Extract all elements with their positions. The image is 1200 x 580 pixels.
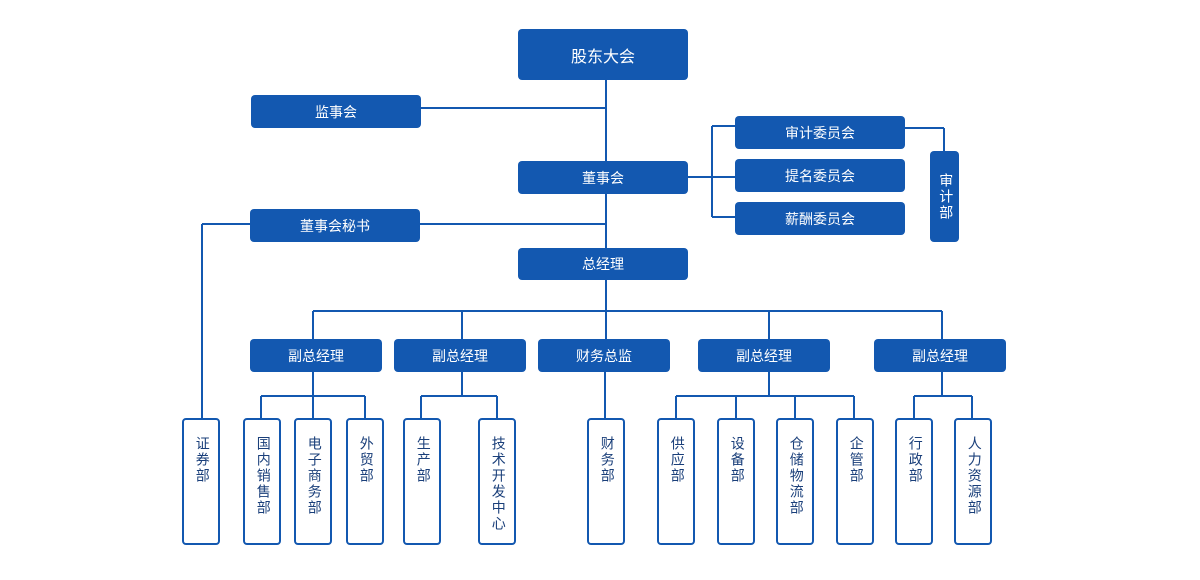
vp-label: 副总经理 [432, 348, 488, 365]
dept-label: 仓储物流部 [787, 436, 804, 516]
vp-box: 副总经理 [698, 339, 830, 372]
supervisory-box: 监事会 [251, 95, 421, 128]
dept-label: 企管部 [847, 436, 864, 484]
vp-label: 副总经理 [288, 348, 344, 365]
audit-committee-box: 审计委员会 [735, 116, 905, 149]
committee-label: 提名委员会 [785, 168, 855, 185]
board-box: 董事会 [518, 161, 688, 194]
dept-box-production: 生产部 [403, 418, 441, 545]
dept-box-tech-center: 技术开发中心 [478, 418, 516, 545]
dept-box-admin: 行政部 [895, 418, 933, 545]
general-manager-label: 总经理 [582, 257, 624, 273]
audit-dept-box: 审计部 [930, 151, 959, 242]
dept-box-ecommerce: 电子商务部 [294, 418, 332, 545]
committee-label: 薪酬委员会 [785, 211, 855, 228]
vp-box: 副总经理 [394, 339, 526, 372]
dept-box-supply: 供应部 [657, 418, 695, 545]
dept-label: 行政部 [906, 436, 923, 484]
dept-label: 供应部 [668, 436, 685, 484]
dept-label: 证券部 [193, 436, 210, 484]
cfo-label: 财务总监 [576, 348, 632, 365]
dept-box-management: 企管部 [836, 418, 874, 545]
dept-box-domestic-sales: 国内销售部 [243, 418, 281, 545]
board-secretary-label: 董事会秘书 [300, 218, 370, 235]
dept-box-logistics: 仓储物流部 [776, 418, 814, 545]
cfo-box: 财务总监 [538, 339, 670, 372]
vp-box: 副总经理 [874, 339, 1006, 372]
dept-label: 电子商务部 [305, 436, 322, 516]
dept-box-equipment: 设备部 [717, 418, 755, 545]
committee-label: 审计委员会 [785, 125, 855, 142]
dept-label: 国内销售部 [254, 436, 271, 516]
vp-label: 副总经理 [736, 348, 792, 365]
general-manager-box: 总经理 [518, 248, 688, 280]
dept-label: 生产部 [414, 436, 431, 484]
dept-label: 人力资源部 [965, 436, 982, 516]
dept-box-foreign-trade: 外贸部 [346, 418, 384, 545]
audit-dept-label: 审计部 [937, 172, 954, 221]
supervisory-label: 监事会 [315, 104, 357, 121]
dept-box-securities: 证券部 [182, 418, 220, 545]
shareholders-box: 股东大会 [518, 29, 688, 80]
nomination-committee-box: 提名委员会 [735, 159, 905, 192]
dept-label: 财务部 [598, 436, 615, 484]
compensation-committee-box: 薪酬委员会 [735, 202, 905, 235]
board-label: 董事会 [582, 170, 624, 187]
board-secretary-box: 董事会秘书 [250, 209, 420, 242]
dept-box-hr: 人力资源部 [954, 418, 992, 545]
vp-label: 副总经理 [912, 348, 968, 365]
vp-box: 副总经理 [250, 339, 382, 372]
shareholders-label: 股东大会 [570, 46, 635, 66]
dept-label: 设备部 [728, 436, 745, 484]
dept-label: 外贸部 [357, 436, 374, 484]
dept-label: 技术开发中心 [489, 436, 506, 532]
dept-box-finance: 财务部 [587, 418, 625, 545]
